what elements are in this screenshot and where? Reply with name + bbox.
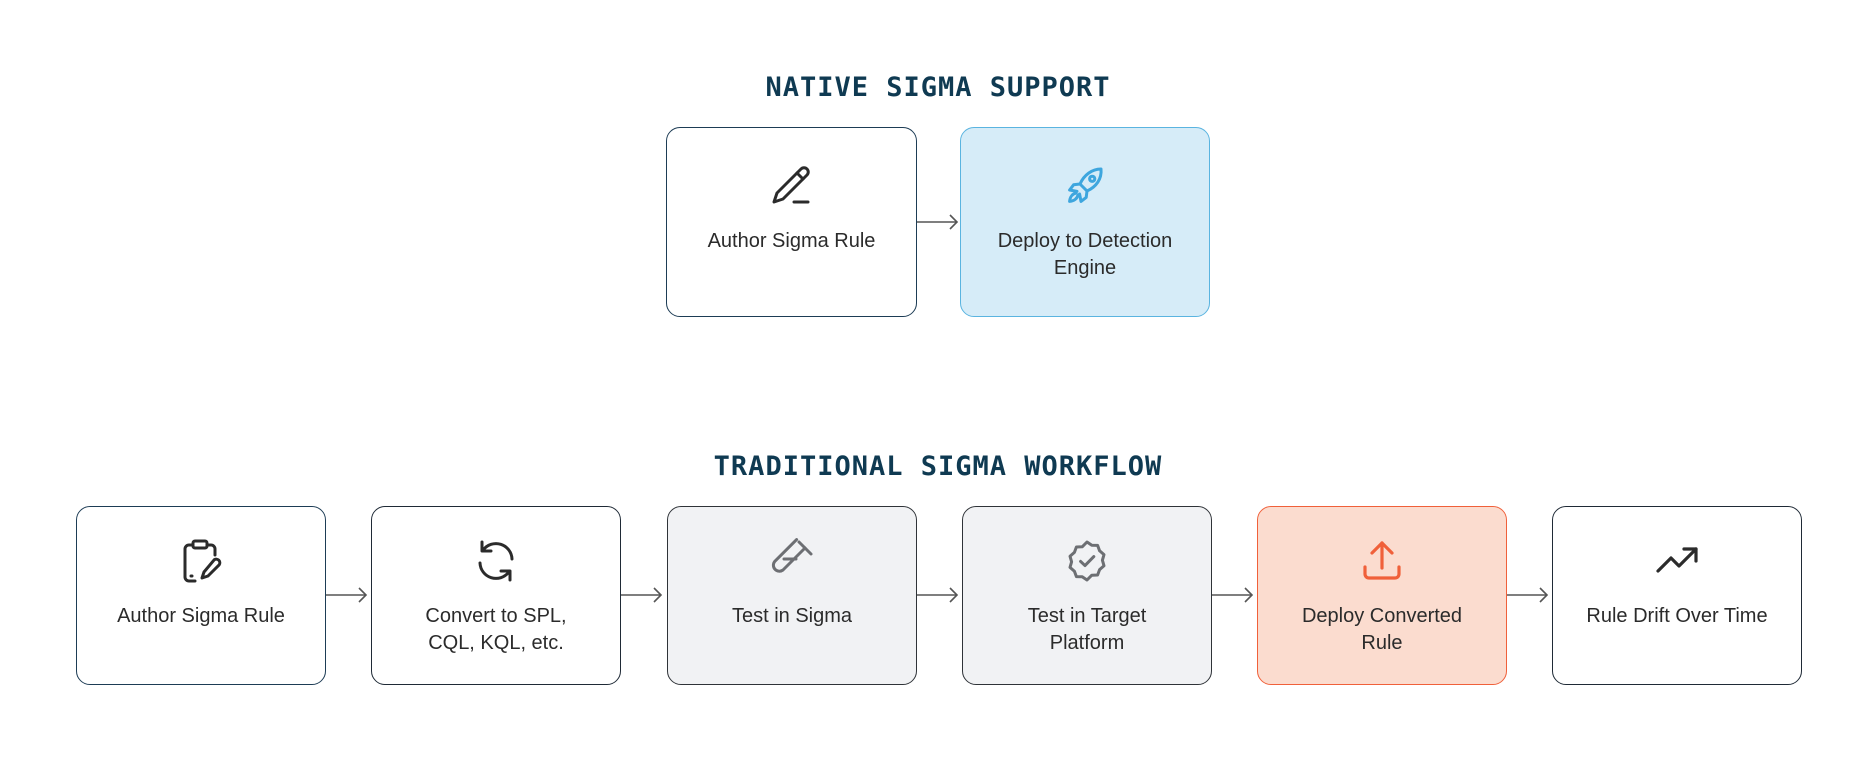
traditional-step-test-in-sigma: Test in Sigma <box>667 506 917 685</box>
flow-arrow <box>1507 587 1549 603</box>
native-section-title: NATIVE SIGMA SUPPORT <box>765 72 1111 103</box>
step-label: Deploy Converted Rule <box>1301 605 1463 654</box>
traditional-step-author-sigma-rule: Author Sigma Rule <box>76 506 326 685</box>
traditional-section-title: TRADITIONAL SIGMA WORKFLOW <box>713 451 1163 482</box>
badge-check-icon <box>1068 540 1106 582</box>
pen-icon <box>772 166 810 204</box>
traditional-step-convert: Convert to SPL, CQL, KQL, etc. <box>371 506 621 685</box>
flow-arrow <box>621 587 663 603</box>
refresh-icon <box>478 540 514 582</box>
flow-arrow <box>917 587 959 603</box>
trending-up-icon <box>1656 547 1698 573</box>
flow-arrow <box>917 214 959 230</box>
test-tube-icon <box>771 538 813 573</box>
flow-arrow <box>326 587 368 603</box>
native-step-deploy-to-detection-engine: Deploy to Detection Engine <box>960 127 1210 317</box>
traditional-step-deploy-converted-rule: Deploy Converted Rule <box>1257 506 1507 685</box>
traditional-step-test-in-target-platform: Test in Target Platform <box>962 506 1212 685</box>
step-label: Author Sigma Rule <box>707 230 876 252</box>
step-label: Test in Sigma <box>731 605 853 627</box>
step-label: Rule Drift Over Time <box>1586 605 1768 627</box>
step-label: Author Sigma Rule <box>117 605 285 627</box>
step-label: Test in Target Platform <box>1027 605 1147 654</box>
native-step-author-sigma-rule: Author Sigma Rule <box>666 127 917 317</box>
step-label: Convert to SPL, CQL, KQL, etc. <box>425 605 567 654</box>
rocket-icon <box>1068 167 1103 203</box>
clipboard-edit-icon <box>183 539 222 583</box>
traditional-step-rule-drift-over-time: Rule Drift Over Time <box>1552 506 1802 685</box>
step-label: Deploy to Detection Engine <box>997 230 1173 279</box>
flow-arrow <box>1212 587 1254 603</box>
upload-icon <box>1363 541 1401 580</box>
